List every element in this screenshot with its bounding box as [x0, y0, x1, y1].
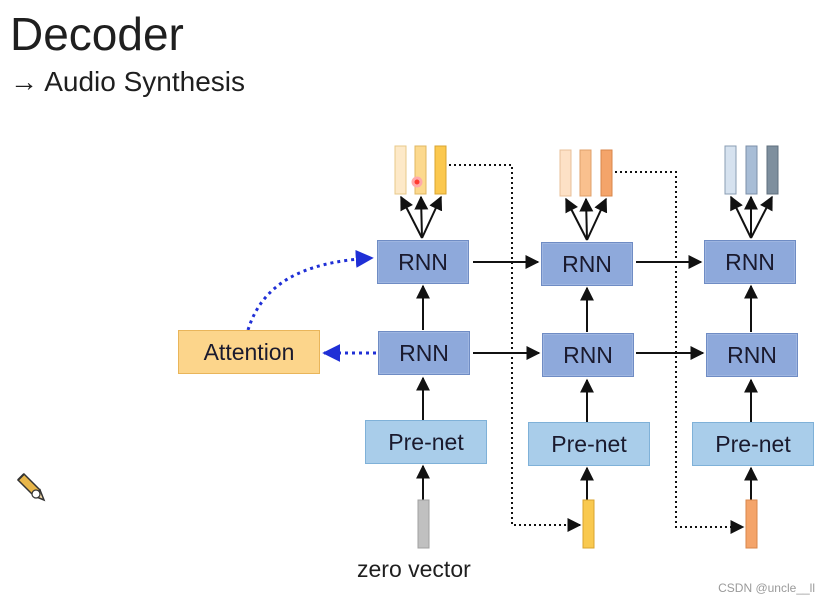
- input-frames: [417, 499, 758, 549]
- vertical-arrows: [416, 284, 758, 500]
- output-frame-1: [394, 145, 447, 195]
- output-frame-3: [724, 145, 779, 195]
- prenet-3: Pre-net: [692, 422, 814, 466]
- rnn-top-3: RNN: [704, 240, 796, 284]
- output-frame-2: [559, 149, 613, 197]
- output-bar: [434, 145, 447, 195]
- zero-vector-bar: [417, 499, 430, 549]
- feedback-arrows: [449, 164, 745, 534]
- attention-arrows: [246, 249, 376, 362]
- recurrent-arrows: [473, 255, 705, 360]
- rnn-top-1: RNN: [377, 240, 469, 284]
- slide-title: Decoder: [10, 8, 184, 60]
- output-bar: [579, 149, 592, 197]
- output-bar: [394, 145, 407, 195]
- watermark: CSDN @uncle__ll: [718, 581, 815, 595]
- output-bar: [745, 145, 758, 195]
- prenet-1: Pre-net: [365, 420, 487, 464]
- output-bar: [559, 149, 572, 197]
- output-bar: [766, 145, 779, 195]
- prenet-2: Pre-net: [528, 422, 650, 466]
- rnn-bottom-2: RNN: [542, 333, 634, 377]
- rnn-bottom-1: RNN: [378, 331, 470, 375]
- cursor-dot: [411, 176, 423, 188]
- output-arrows: [400, 195, 773, 241]
- input-bar-3: [745, 499, 758, 549]
- input-bar-2: [582, 499, 595, 549]
- zero-vector-label: zero vector: [357, 556, 471, 582]
- output-bar: [724, 145, 737, 195]
- attention-box: Attention: [178, 330, 320, 374]
- slide-subtitle: → Audio Synthesis: [10, 66, 246, 97]
- rnn-top-2: RNN: [541, 242, 633, 286]
- output-bar: [600, 149, 613, 197]
- pencil-icon[interactable]: [16, 472, 46, 502]
- rnn-bottom-3: RNN: [706, 333, 798, 377]
- output-bar: [414, 145, 427, 195]
